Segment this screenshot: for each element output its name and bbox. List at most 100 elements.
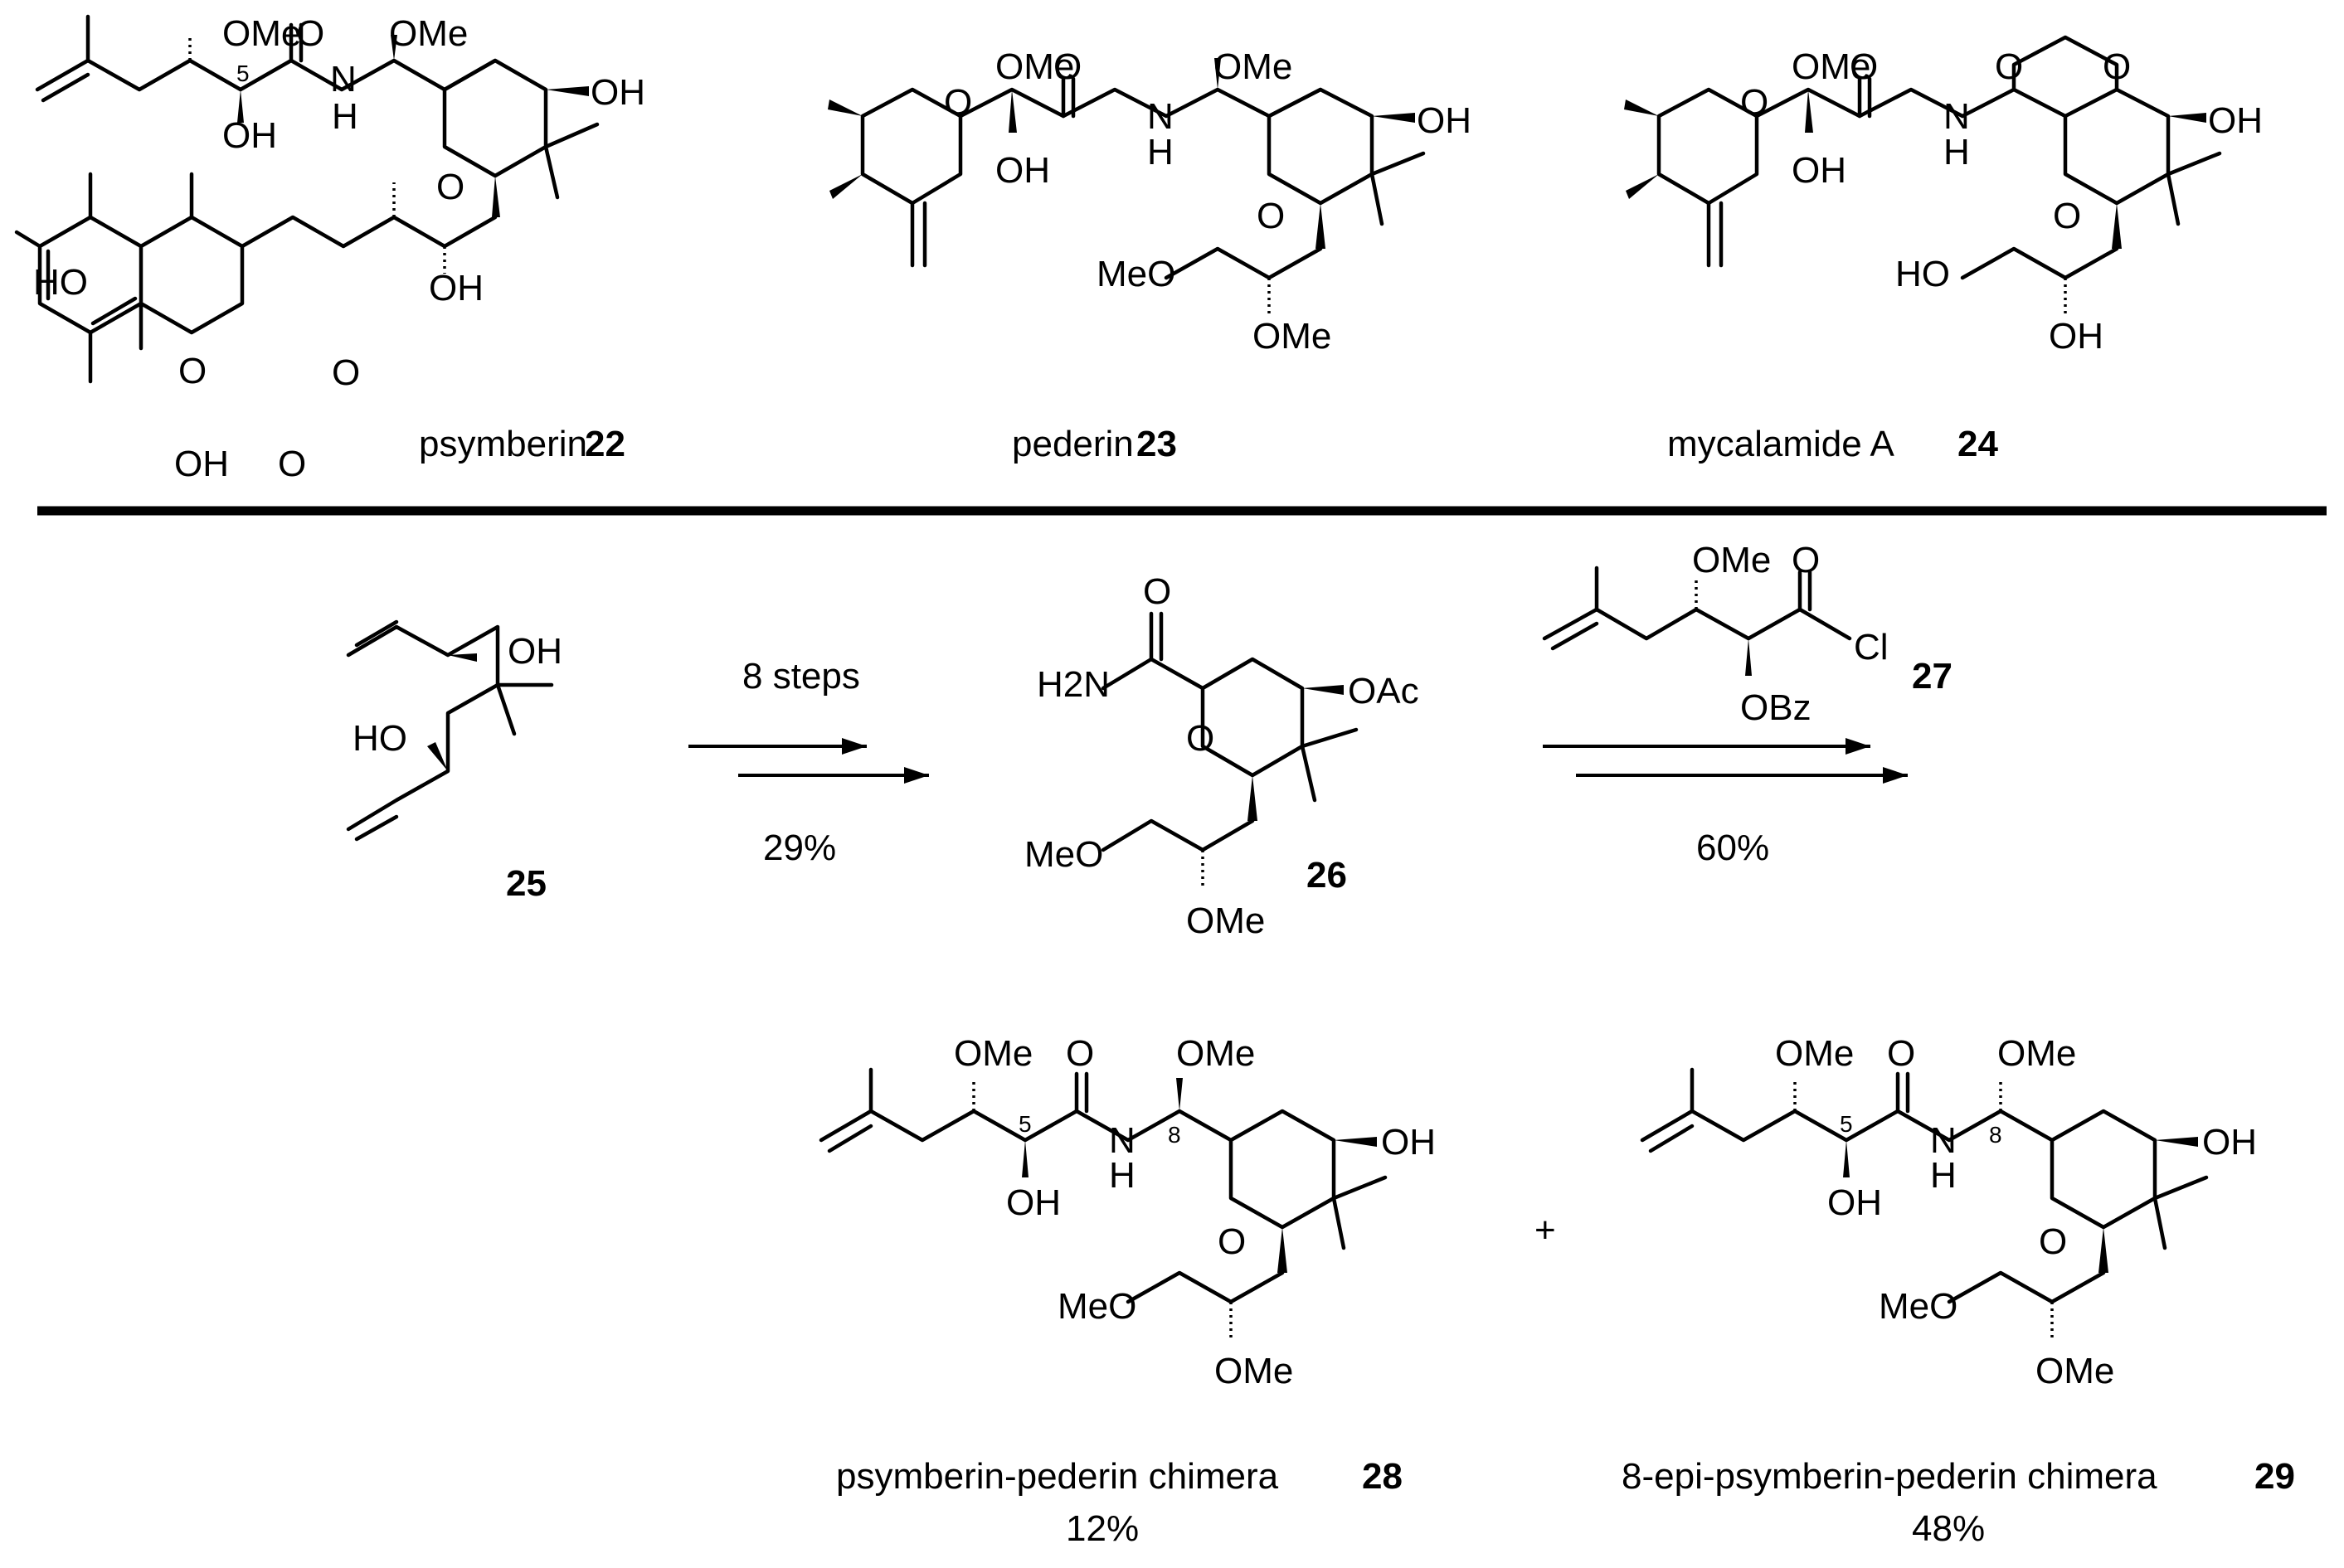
label-pederin-number: 23: [1136, 424, 1177, 464]
atom-n-28: N: [1109, 1120, 1136, 1161]
label-26-number: 26: [1306, 855, 1347, 896]
atom-o-24: O: [1850, 46, 1878, 87]
locant-c5-28: 5: [1019, 1111, 1032, 1137]
atom-o-acetal-24a: O: [1995, 46, 2023, 87]
atom-o-22a: O: [296, 13, 324, 54]
atom-oh-24b: OH: [2208, 100, 2263, 141]
label-chimera-29-number: 29: [2254, 1456, 2295, 1497]
atom-n-24: N: [1943, 96, 1970, 137]
atom-oac-26: OAc: [1348, 671, 1419, 711]
atom-oh-28a: OH: [1006, 1182, 1061, 1223]
atom-o-27: O: [1792, 540, 1820, 580]
locant-c5-22: 5: [236, 61, 250, 86]
structure-27: [1542, 566, 1852, 676]
atom-ome-24: OMe: [1792, 46, 1870, 87]
label-chimera-29-yield: 48%: [1912, 1508, 1985, 1549]
structure-25: [346, 619, 554, 842]
structure-psymberin: [14, 14, 600, 384]
atom-ome-26: OMe: [1186, 901, 1265, 941]
atom-ome-29c: OMe: [2035, 1351, 2114, 1391]
atom-o-ring-29: O: [2039, 1221, 2067, 1262]
atom-meo-26: MeO: [1024, 834, 1103, 875]
label-25-number: 25: [506, 863, 547, 904]
atom-o-ring-23b: O: [1257, 196, 1285, 236]
atom-oh-23a: OH: [995, 150, 1050, 191]
atom-oh-29a: OH: [1827, 1182, 1882, 1223]
atom-meo-29: MeO: [1879, 1286, 1957, 1327]
atom-n-29: N: [1930, 1120, 1957, 1161]
atom-ome-27: OMe: [1692, 540, 1771, 580]
label-27-number: 27: [1912, 656, 1953, 697]
locant-c5-29: 5: [1840, 1111, 1853, 1137]
plus-sign: +: [1534, 1210, 1556, 1250]
atom-ome-29b: OMe: [1997, 1033, 2076, 1074]
label-chimera-28-number: 28: [1362, 1456, 1403, 1497]
atom-h2n-26: H2N: [1037, 664, 1110, 705]
atom-oh-22b: OH: [591, 72, 645, 113]
structure-mycalamide: [1624, 35, 2222, 315]
atom-cl-27: Cl: [1854, 627, 1889, 667]
label-pederin: pederin: [1012, 424, 1134, 464]
atom-n-23: N: [1147, 96, 1174, 137]
atom-meo-28: MeO: [1058, 1286, 1136, 1327]
label-mycalamide: mycalamide A: [1667, 424, 1895, 464]
structure-29: [1640, 1067, 2209, 1339]
atom-obz-27: OBz: [1740, 687, 1811, 728]
atom-ome-28a: OMe: [954, 1033, 1033, 1074]
atom-h-29: H: [1930, 1155, 1957, 1196]
atom-oh-24a: OH: [1792, 150, 1846, 191]
atom-h-23: H: [1147, 132, 1174, 172]
atom-ome-23b: OMe: [1213, 46, 1292, 87]
atom-oh-22c: OH: [429, 268, 484, 308]
atom-ome-23a: OMe: [995, 46, 1074, 87]
atom-o-ring-24b: O: [2053, 196, 2081, 236]
label-chimera-29: 8-epi-psymberin-pederin chimera: [1622, 1456, 2157, 1497]
atom-o-lactone-22: O: [178, 351, 207, 391]
label-psymberin-number: 22: [585, 424, 625, 464]
reaction-arrow-1: [688, 738, 929, 784]
atom-oh-22d: OH: [174, 444, 229, 484]
arrow-1-condition: 8 steps: [742, 656, 860, 697]
atom-oh-23b: OH: [1417, 100, 1471, 141]
arrow-1-yield: 29%: [763, 828, 836, 868]
atom-o-ring-26: O: [1186, 718, 1214, 759]
atom-oh-25: OH: [508, 631, 562, 672]
label-chimera-28: psymberin-pederin chimera: [836, 1456, 1279, 1497]
atom-oh-24c: OH: [2049, 316, 2103, 357]
atom-ome-22a: OMe: [222, 13, 301, 54]
atom-ome-28c: OMe: [1214, 1351, 1293, 1391]
atom-o-28: O: [1066, 1033, 1094, 1074]
atom-oh-22a: OH: [222, 115, 277, 156]
atom-ome-22b: OMe: [389, 13, 468, 54]
label-psymberin: psymberin: [419, 424, 587, 464]
atom-o-acetal-24b: O: [2103, 46, 2131, 87]
atom-oh-28b: OH: [1381, 1122, 1436, 1163]
atom-ome-28b: OMe: [1176, 1033, 1255, 1074]
atom-oh-29b: OH: [2202, 1122, 2257, 1163]
atom-o-ring-24a: O: [1740, 82, 1768, 123]
label-mycalamide-number: 24: [1957, 424, 1998, 464]
structure-26: [1101, 611, 1359, 887]
label-chimera-28-yield: 12%: [1066, 1508, 1139, 1549]
atom-o-ring-22: O: [436, 167, 464, 207]
atom-o-23: O: [1053, 46, 1082, 87]
atom-ome-29a: OMe: [1775, 1033, 1854, 1074]
arrow-2-yield: 60%: [1696, 828, 1769, 868]
structure-pederin: [828, 58, 1426, 315]
atom-ome-23c: OMe: [1252, 316, 1331, 357]
structure-28: [819, 1067, 1388, 1339]
atom-h-28: H: [1109, 1155, 1136, 1196]
atom-o-carbonyl-22: O: [278, 444, 306, 484]
locant-c8-28: 8: [1168, 1122, 1181, 1148]
locant-c8-29: 8: [1989, 1122, 2002, 1148]
atom-o-ring-28: O: [1218, 1221, 1246, 1262]
atom-h-22: H: [332, 96, 358, 137]
atom-o-26: O: [1143, 571, 1171, 612]
atom-n-22: N: [330, 59, 357, 100]
atom-o-ring-23a: O: [944, 82, 972, 123]
atom-meo-23: MeO: [1097, 254, 1175, 294]
atom-ho-24: HO: [1895, 254, 1950, 294]
atom-o-29: O: [1887, 1033, 1915, 1074]
atom-ho-22: HO: [33, 262, 88, 303]
